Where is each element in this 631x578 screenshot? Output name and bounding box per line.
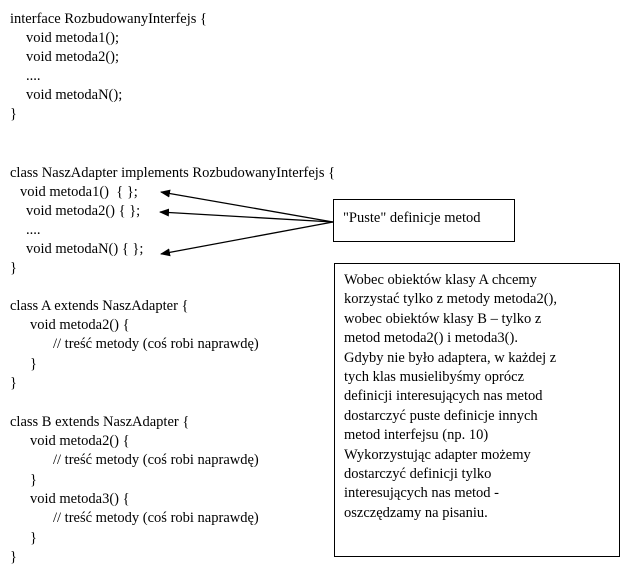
class-b-method-2-close: } <box>30 472 37 488</box>
adapter-close-brace: } <box>10 260 17 276</box>
class-b-method-2-comment: // treść metody (coś robi naprawdę) <box>53 452 259 468</box>
explanation-box: Wobec obiektów klasy A chcemy korzystać … <box>334 263 620 557</box>
interface-method-n: void metodaN(); <box>26 87 123 103</box>
arrow-to-metoda2 <box>159 208 334 223</box>
explanation-line: dostarczyć puste definicje innych <box>344 407 538 424</box>
class-b-method-3: void metoda3() { <box>30 491 130 507</box>
explanation-line: Wobec obiektów klasy A chcemy <box>344 272 537 288</box>
class-b-declaration: class B extends NaszAdapter { <box>10 414 190 430</box>
explanation-line: metod metoda2() i metoda3(). <box>344 330 518 347</box>
explanation-line: dostarczyć definicji tylko <box>344 466 492 483</box>
explanation-line: oszczędzamy na pisaniu. <box>344 504 488 521</box>
class-a-method-2-comment: // treść metody (coś robi naprawdę) <box>53 336 259 352</box>
explanation-line: Wykorzystując adapter możemy <box>344 446 531 463</box>
class-a-method-2-close: } <box>30 356 37 372</box>
arrow-to-metoda1 <box>160 189 334 223</box>
explanation-line: wobec obiektów klasy B – tylko z <box>344 310 542 327</box>
class-a-close-brace: } <box>10 375 17 391</box>
interface-method-1: void metoda1(); <box>26 30 120 46</box>
explanation-line: tych klas musielibyśmy oprócz <box>344 369 525 386</box>
explanation-line: Gdyby nie było adaptera, w każdej z <box>344 349 557 366</box>
interface-method-2: void metoda2(); <box>26 49 120 65</box>
adapter-ellipsis: .... <box>26 222 41 238</box>
explanation-line: definicji interesujących nas metod <box>344 388 543 405</box>
class-b-method-2: void metoda2() { <box>30 433 130 449</box>
callout-box: "Puste" definicje metod <box>333 199 515 242</box>
adapter-method-n: void metodaN() { }; <box>26 241 144 257</box>
adapter-method-2: void metoda2() { }; <box>26 203 141 219</box>
arrow-to-metodan <box>160 221 334 257</box>
explanation-line: korzystać tylko z metody metoda2(), <box>344 291 558 308</box>
explanation-text: Wobec obiektów klasy A chcemy korzystać … <box>344 271 613 523</box>
class-b-close-brace: } <box>10 549 17 565</box>
class-b-method-3-comment: // treść metody (coś robi naprawdę) <box>53 510 259 526</box>
callout-label: "Puste" definicje metod <box>343 210 481 226</box>
interface-ellipsis: .... <box>26 68 41 84</box>
explanation-line: metod interfejsu (np. 10) <box>344 427 489 444</box>
explanation-line: interesujących nas metod - <box>344 485 500 502</box>
adapter-declaration: class NaszAdapter implements Rozbudowany… <box>10 165 336 181</box>
class-a-method-2: void metoda2() { <box>30 317 130 333</box>
class-a-declaration: class A extends NaszAdapter { <box>10 298 189 314</box>
class-b-method-3-close: } <box>30 530 37 546</box>
interface-declaration: interface RozbudowanyInterfejs { <box>10 11 207 27</box>
adapter-method-1: void metoda1() { }; <box>20 184 138 200</box>
interface-close-brace: } <box>10 106 17 122</box>
